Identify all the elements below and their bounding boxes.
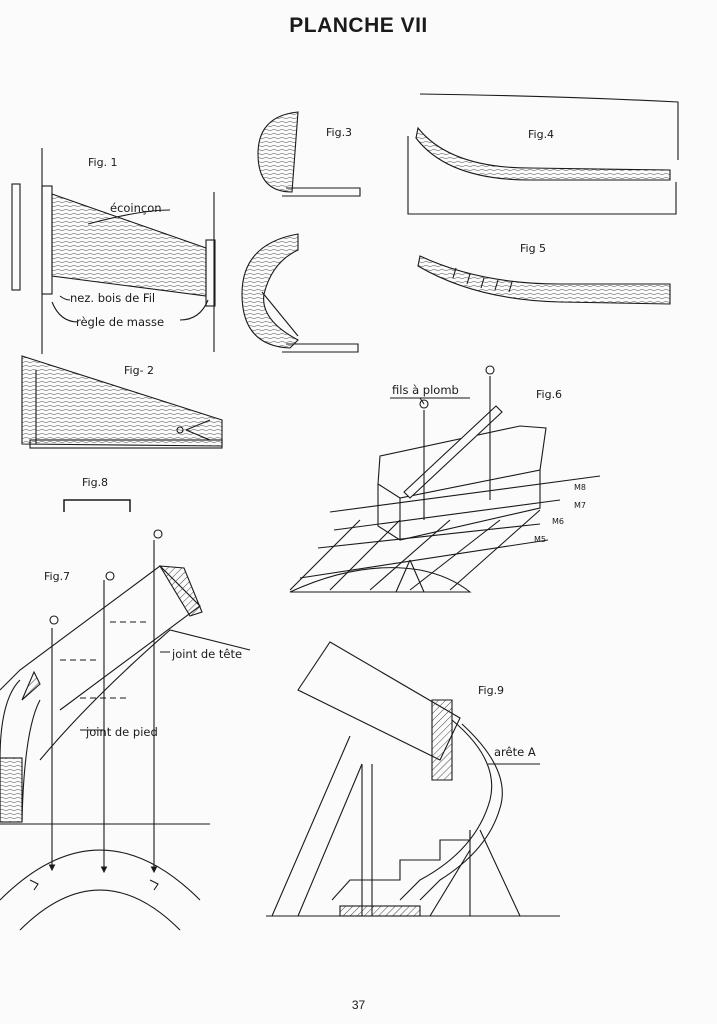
fig6-floor-grid: [289, 509, 541, 591]
fig8-profile: [63, 499, 131, 512]
fig6-plumb-ring-1: [419, 399, 429, 409]
figure-5: [417, 255, 671, 305]
figure-6: [289, 365, 601, 593]
fig7-curve: [39, 629, 251, 761]
fig2-label: Fig- 2: [124, 364, 154, 377]
figure-1: [11, 148, 216, 354]
fig6-compass: [395, 559, 425, 593]
fig6-level-m5: M5: [534, 535, 546, 544]
fig6-level-m8: M8: [574, 483, 586, 492]
fig5-ticks: [452, 267, 513, 293]
fig9-base-block: [339, 905, 421, 917]
fig2-pivot: [176, 426, 184, 434]
fig1-nez-leader: [59, 295, 71, 301]
fig1-left-bar: [11, 183, 21, 291]
figure-9: [266, 641, 560, 917]
figure-4: [407, 93, 679, 215]
fig6-arc-base: [289, 567, 472, 593]
fig9-beam: [297, 641, 461, 761]
fig4-top-outline: [419, 93, 679, 160]
fig6-label: Fig.6: [536, 388, 562, 401]
fig7-annotation-joint-pied: joint de pied: [85, 725, 158, 739]
fig9-left-upright: [361, 764, 373, 916]
fig7-leaders: [80, 651, 170, 731]
fig6-annotation-fils: fils à plomb: [392, 383, 459, 397]
fig7-arch-marks: [29, 879, 159, 891]
fig5-bent-lamination: [417, 255, 671, 305]
fig7-ring-1: [49, 615, 59, 625]
fig7-label: Fig.7: [44, 570, 70, 583]
figure-3: [241, 111, 361, 353]
fig6-level-m7: M7: [574, 501, 586, 510]
fig6-straightedge: [403, 405, 503, 499]
figure-2: [21, 355, 223, 449]
fig5-label: Fig 5: [520, 242, 546, 255]
fig1-right-strip: [205, 239, 216, 307]
fig6-top-surface: [377, 425, 547, 499]
fig7-ring-3: [153, 529, 163, 539]
fig1-left-strip: [41, 185, 53, 295]
fig1-annotation-nez: nez. bois de Fil: [70, 291, 155, 305]
page-number: 37: [351, 998, 366, 1012]
fig2-claw: [185, 419, 211, 441]
fig4-bent-slats: [415, 126, 671, 181]
fig4-label: Fig.4: [528, 128, 554, 141]
fig1-ecoincon-leader: [87, 209, 171, 225]
fig1-label: Fig. 1: [88, 156, 118, 169]
fig9-supports: [340, 829, 521, 917]
fig6-level-lines: [299, 475, 601, 579]
fig6-level-m6: M6: [552, 517, 564, 526]
fig7-arch-inner: [19, 889, 181, 931]
figure-7: [0, 529, 251, 931]
fig9-scale: [431, 699, 453, 781]
fig8-label: Fig.8: [82, 476, 108, 489]
fig3-lower-chamfer: [261, 291, 299, 337]
figure-8: [63, 499, 131, 512]
fig3-upper-molding: [257, 111, 299, 193]
fig3-lower-molding: [241, 233, 299, 349]
fig9-left-post: [271, 735, 363, 917]
fig3-upper-rail: [282, 187, 361, 197]
fig3-lower-rail: [282, 343, 359, 353]
fig9-annotation-arete: arête A: [494, 745, 536, 759]
fig6-body: [377, 470, 541, 541]
fig7-arch-outer: [0, 849, 201, 901]
fig1-regle-leader: [51, 301, 79, 323]
fig7-left-pier: [0, 757, 23, 823]
fig3-label: Fig.3: [326, 126, 352, 139]
fig7-dashed-levels: [60, 621, 150, 699]
fig1-annotation-ecoincon: écoinçon: [110, 201, 162, 215]
fig6-fils-leader: [390, 397, 470, 405]
fig9-steps: [331, 830, 471, 901]
fig2-base: [29, 439, 223, 449]
fig6-plumb-ring-2: [485, 365, 495, 375]
fig7-ring-2: [105, 571, 115, 581]
fig7-left-block: [21, 670, 41, 701]
fig4-lower-box: [407, 136, 677, 215]
fig1-regle-leader-right: [179, 299, 209, 321]
fig7-top-block: [158, 565, 203, 617]
fig9-label: Fig.9: [478, 684, 504, 697]
fig1-annotation-regle: règle de masse: [76, 315, 164, 329]
fig7-annotation-joint-tete: joint de tête: [171, 647, 242, 661]
fig9-handrail: [399, 719, 493, 901]
plate-title: PLANCHE VII: [289, 14, 428, 37]
